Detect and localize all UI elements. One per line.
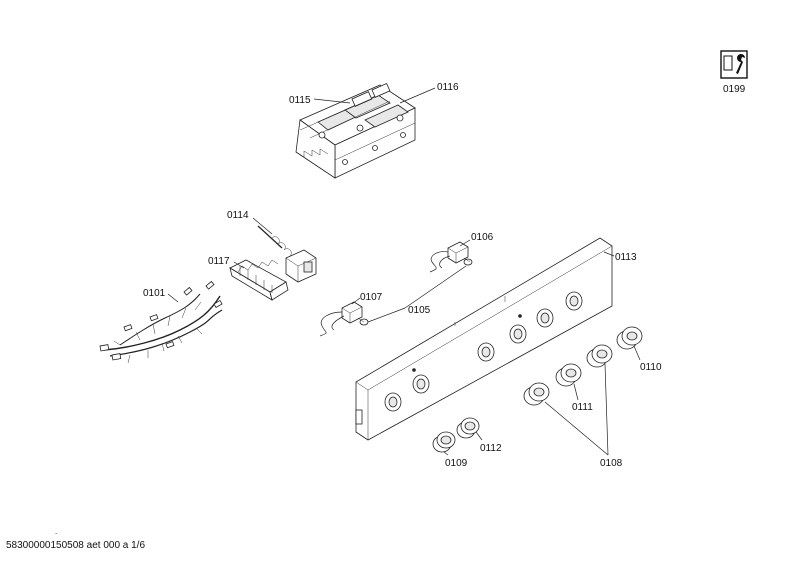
label-0116: 0116 [437, 82, 459, 93]
part-0110-knob[interactable] [616, 326, 643, 350]
part-0111-knob[interactable] [555, 363, 582, 387]
label-0112: 0112 [480, 443, 502, 454]
label-0107: 0107 [360, 292, 383, 303]
panel-knob-hole [565, 291, 583, 311]
panel-knob-hole [536, 308, 554, 328]
part-0115-0116-switch-block[interactable] [295, 82, 416, 179]
part-0106-switch-upper[interactable] [429, 241, 473, 273]
label-0117: 0117 [208, 256, 230, 267]
label-0109: 0109 [445, 458, 468, 469]
part-0108-knob-b[interactable] [586, 344, 613, 368]
label-0101: 0101 [143, 288, 166, 299]
part-0101-wiring-harness[interactable] [99, 280, 223, 364]
label-0108: 0108 [600, 458, 623, 469]
part-0114-thermostat[interactable] [257, 225, 317, 283]
label-0113: 0113 [615, 252, 637, 263]
part-0109-knob[interactable] [432, 431, 456, 453]
part-0108-knob-a[interactable] [523, 382, 550, 406]
panel-knob-hole [477, 342, 495, 362]
footer-code: 58300000150508 aet 000 a 1/6 [6, 540, 146, 551]
label-0105: 0105 [408, 305, 431, 316]
part-0107-switch-lower[interactable] [319, 301, 369, 337]
label-0110: 0110 [640, 362, 662, 373]
label-0111: 0111 [572, 402, 593, 413]
panel-knob-hole [509, 324, 527, 344]
label-0115: 0115 [289, 95, 311, 106]
wrench-manual-icon [720, 50, 748, 79]
part-0113-control-panel[interactable] [355, 237, 613, 441]
part-0117-terminal-block[interactable] [229, 259, 289, 301]
label-0199: 0199 [723, 84, 746, 95]
part-0112-knob[interactable] [456, 417, 480, 439]
panel-knob-hole [412, 374, 430, 394]
label-0114: 0114 [227, 210, 249, 221]
footer-dot: . [55, 527, 58, 536]
label-0106: 0106 [471, 232, 494, 243]
panel-knob-hole [384, 392, 402, 412]
